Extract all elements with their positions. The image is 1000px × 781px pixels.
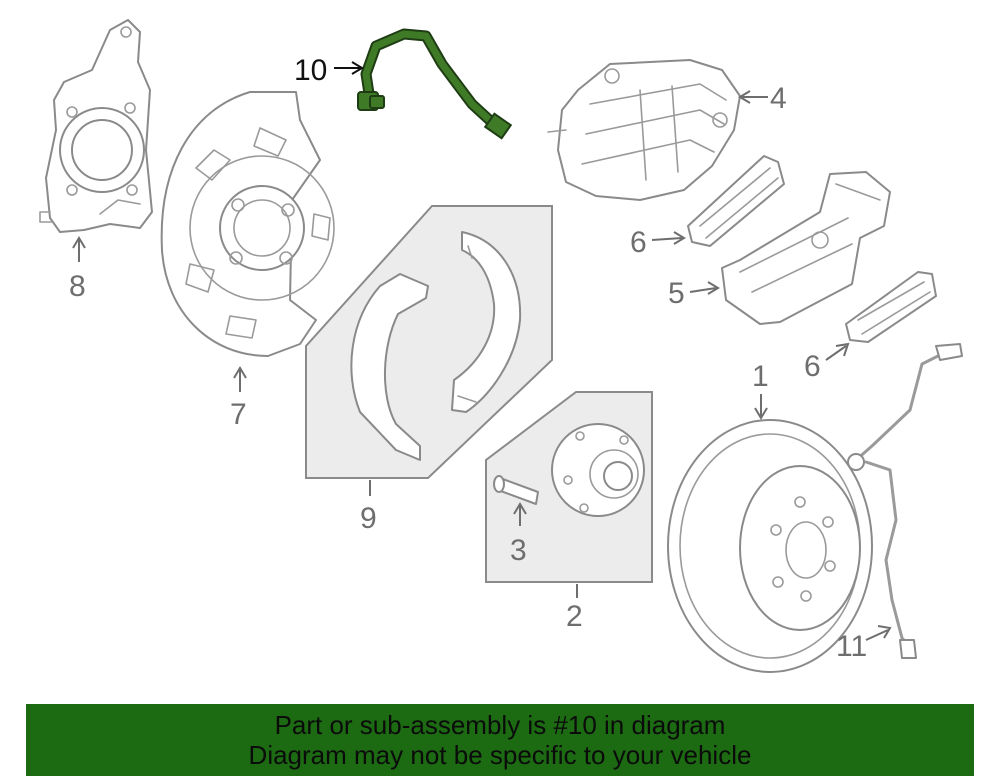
wheel-stud-part-3	[493, 475, 539, 505]
callout-number: 10	[294, 54, 327, 87]
callout-number: 6	[804, 350, 821, 383]
callout-6-lower: 6	[804, 342, 850, 383]
caliper-bracket-part-5	[721, 171, 891, 325]
brake-hose-part-10	[357, 28, 513, 140]
callout-number: 8	[69, 270, 86, 303]
callout-number: 7	[230, 398, 247, 431]
callout-number: 11	[836, 630, 867, 663]
banner-line-2: Diagram may not be specific to your vehi…	[248, 740, 752, 770]
callout-5: 5	[668, 277, 720, 310]
info-banner: Part or sub-assembly is #10 in diagram D…	[26, 704, 974, 776]
hub-assembly-part-2	[485, 391, 653, 583]
callout-number: 9	[360, 502, 377, 535]
callout-number: 6	[630, 226, 647, 259]
callout-3: 3	[510, 502, 527, 567]
callout-number: 5	[668, 277, 685, 310]
callout-number: 4	[770, 82, 787, 115]
banner-line-1: Part or sub-assembly is #10 in diagram	[274, 710, 726, 740]
callout-number: 2	[566, 600, 583, 633]
callout-2: 2	[566, 584, 583, 633]
parts-diagram: 1 2 3 4 5 6 6 7 8 9	[39, 19, 963, 673]
caliper-part-4	[547, 59, 741, 201]
parts-diagram-svg: 1 2 3 4 5 6 6 7 8 9	[39, 19, 963, 673]
callout-8: 8	[69, 236, 86, 303]
callout-10: 10	[294, 54, 364, 87]
backing-plate-part-7	[160, 91, 335, 357]
brake-pad-part-6-lower	[845, 271, 937, 343]
callout-number: 1	[752, 360, 769, 393]
brake-rotor-part-1	[667, 419, 873, 673]
speed-sensor-part-11	[847, 343, 963, 659]
callout-4: 4	[738, 82, 787, 115]
callout-7: 7	[230, 366, 247, 431]
callout-6-upper: 6	[630, 226, 686, 259]
callout-11: 11	[836, 625, 892, 663]
callout-1: 1	[752, 360, 769, 420]
callout-9: 9	[360, 480, 377, 535]
knuckle-part-8	[39, 19, 153, 233]
callout-number: 3	[510, 534, 527, 567]
brake-pad-part-6-upper	[687, 155, 785, 247]
parking-brake-shoes-part-9	[305, 205, 553, 479]
